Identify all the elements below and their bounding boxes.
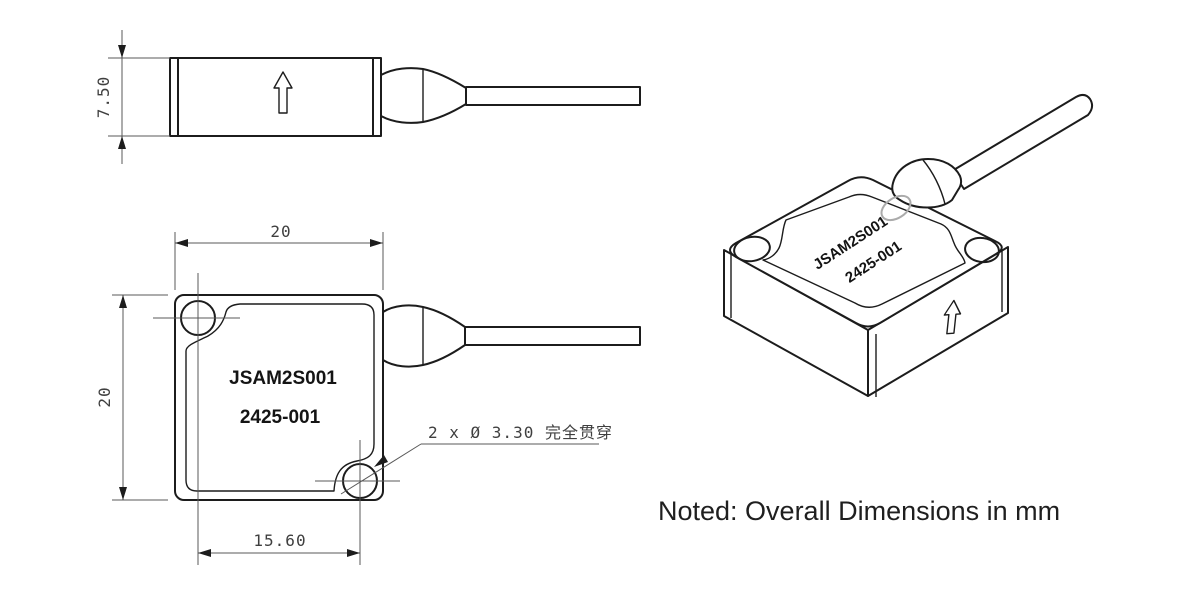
dimension-arrow: [118, 45, 126, 58]
iso-mounting-hole-left: [733, 235, 771, 263]
cable-grommet: [382, 304, 466, 368]
dimension-arrow: [119, 295, 127, 308]
isometric-view: JSAM2S001 2425-001: [723, 93, 1094, 397]
side-view: 7.50: [94, 30, 641, 164]
front-view: JSAM2S001 2425-001 20 20 15.60 2 x Ø 3.3…: [95, 222, 641, 565]
front-view-body-outline: [174, 294, 384, 501]
note-text: Noted: Overall Dimensions in mm: [658, 496, 1060, 526]
hole-callout-text: 2 x Ø 3.30 完全贯穿: [428, 423, 613, 442]
hole-callout-leader: [340, 443, 422, 495]
iso-lid-contour: [762, 193, 966, 308]
iso-cable: [951, 93, 1094, 190]
dimension-arrow: [118, 136, 126, 149]
dimension-arrow: [198, 549, 211, 557]
dimension-text-side: 20: [95, 386, 114, 407]
leader-arrow: [374, 455, 388, 467]
iso-grommet-curve: [922, 159, 946, 205]
dimension-text-height: 7.50: [94, 76, 113, 119]
dimension-arrow: [347, 549, 360, 557]
dimension-text-hole-spacing: 15.60: [253, 531, 306, 550]
lid-contour: [185, 303, 375, 492]
cable: [465, 86, 641, 106]
highlight-ring: [880, 194, 912, 222]
iso-top-face: [729, 176, 1003, 328]
side-view-body-outline: [169, 57, 382, 137]
dimension-arrow: [370, 239, 383, 247]
orientation-arrow-icon: [273, 71, 293, 114]
cable: [464, 326, 641, 346]
iso-cable-grommet: [891, 158, 963, 209]
dimension-text-width: 20: [270, 222, 291, 241]
dimension-arrow: [175, 239, 188, 247]
iso-mounting-hole-right: [964, 236, 1000, 264]
part-model-text: JSAM2S001: [229, 368, 337, 389]
iso-orientation-arrow-icon: [943, 299, 962, 335]
dimension-arrow: [119, 487, 127, 500]
part-number-text: 2425-001: [240, 407, 321, 428]
